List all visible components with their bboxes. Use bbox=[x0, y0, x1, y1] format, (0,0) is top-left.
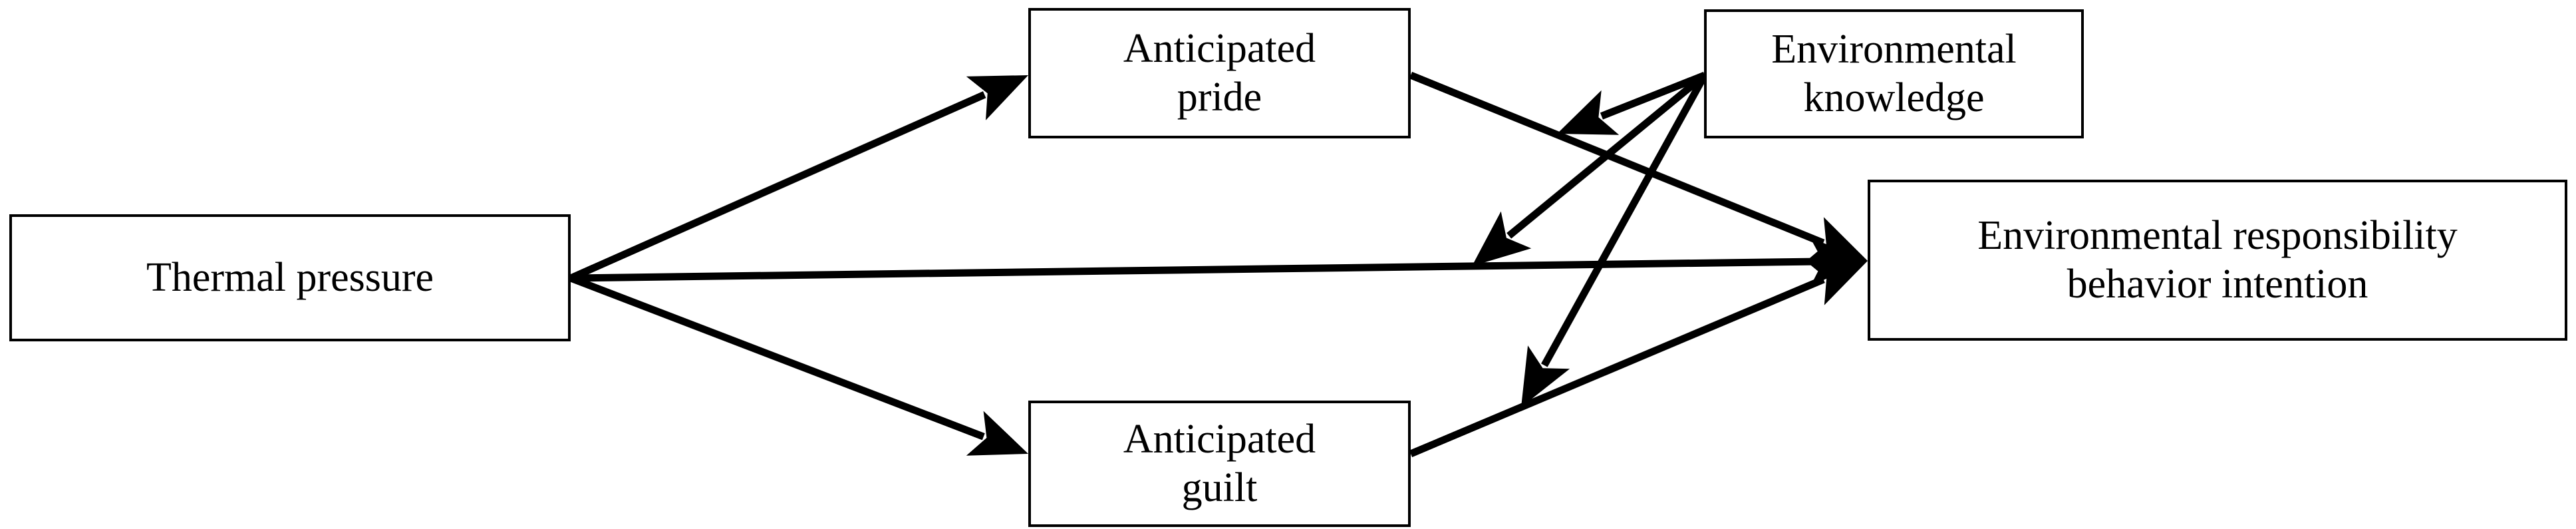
node-thermal-pressure-label: Thermal pressure bbox=[146, 254, 434, 300]
node-thermal-pressure[interactable]: Thermal pressure bbox=[9, 214, 571, 341]
arrowhead-icon bbox=[966, 75, 1028, 120]
node-anticipated-pride-label: Anticipated pride bbox=[1123, 25, 1316, 120]
edge-knowledge-moderates-guilt-path bbox=[1521, 73, 1708, 407]
arrowhead-icon bbox=[1472, 211, 1532, 266]
node-environmental-knowledge-label: Environmental knowledge bbox=[1771, 26, 2017, 120]
arrowhead-icon bbox=[966, 411, 1028, 456]
edge-line bbox=[1600, 71, 1707, 120]
arrowhead-icon bbox=[1557, 90, 1620, 135]
arrowhead-icon bbox=[1521, 345, 1570, 407]
arrowhead-icon bbox=[1805, 217, 1868, 262]
node-erb-intention-label: Environmental responsibility behavior in… bbox=[1977, 212, 2458, 307]
edge-line bbox=[1506, 72, 1707, 239]
edge-line bbox=[1409, 275, 1825, 458]
edge-knowledge-moderates-direct-path bbox=[1472, 72, 1707, 266]
node-erb-intention[interactable]: Environmental responsibility behavior in… bbox=[1868, 180, 2567, 341]
edge-knowledge-moderates-pride-path bbox=[1557, 71, 1707, 135]
edge-guilt-to-erbi bbox=[1409, 261, 1868, 458]
node-anticipated-pride[interactable]: Anticipated pride bbox=[1028, 8, 1411, 138]
edge-line bbox=[570, 258, 1820, 282]
node-anticipated-guilt[interactable]: Anticipated guilt bbox=[1028, 401, 1411, 527]
arrowhead-icon bbox=[1805, 261, 1868, 305]
edge-tp-to-erbi bbox=[570, 238, 1868, 286]
edge-pride-to-erbi bbox=[1409, 71, 1868, 262]
node-environmental-knowledge[interactable]: Environmental knowledge bbox=[1704, 9, 2084, 138]
edge-tp-to-guilt bbox=[569, 274, 1028, 456]
edge-line bbox=[1409, 71, 1825, 247]
edge-line bbox=[569, 274, 985, 441]
edge-line bbox=[569, 91, 986, 282]
edge-line bbox=[1541, 73, 1708, 367]
edge-tp-to-pride bbox=[569, 75, 1028, 282]
node-anticipated-guilt-label: Anticipated guilt bbox=[1123, 416, 1316, 510]
